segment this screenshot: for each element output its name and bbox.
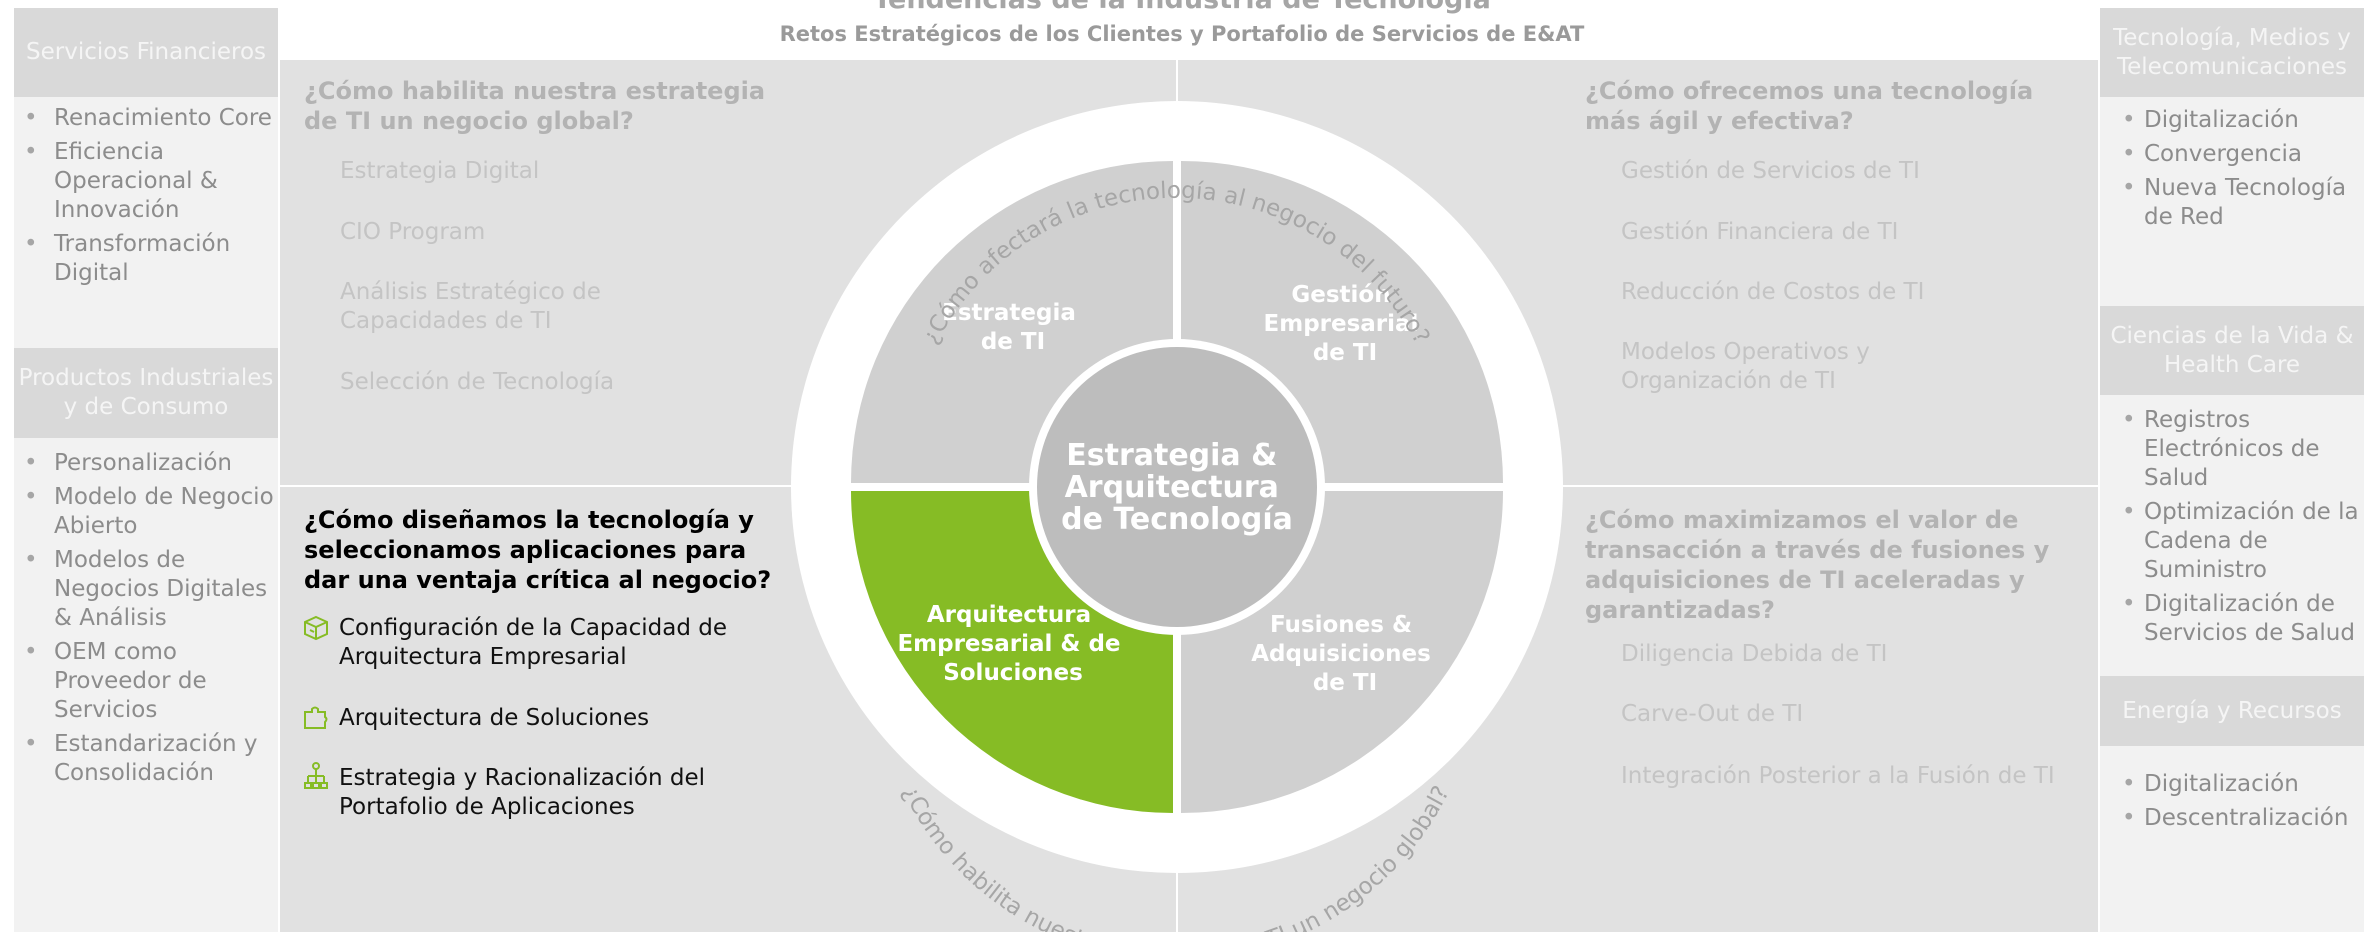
service-item: Gestión de Servicios de TI [1621, 158, 1920, 184]
svg-text:Estrategia & Arquitectur: Estrategia & Arquitectura de Tecnología [1061, 438, 1293, 537]
industry-heading-tmt: Tecnología, Medios y Telecomunicaciones [2100, 8, 2364, 97]
list-item: Modelo de Negocio Abierto [14, 483, 278, 541]
list-item: Nueva Tecnología de Red [2100, 174, 2364, 232]
list-item: Transformación Digital [14, 230, 278, 288]
list-item: Eficiencia Operacional & Innovación [14, 138, 278, 225]
puzzle-icon [304, 706, 328, 729]
center-label-line: Arquitectura [1065, 470, 1279, 505]
industry-list-life-sciences: Registros Electrónicos de Salud Optimiza… [2100, 406, 2364, 653]
svg-text:Gestión Empresarial: Gestión Empresarial de TI [1264, 282, 1427, 366]
service-item-active: Estrategia y Racionalización del Portafo… [339, 765, 706, 820]
list-item: Convergencia [2100, 140, 2364, 169]
list-item: Modelos de Negocios Digitales & Análisis [14, 546, 278, 633]
list-item: Renacimiento Core [14, 104, 278, 133]
segment-label-line: de TI [981, 329, 1045, 355]
service-item: Gestión Financiera de TI [1621, 219, 1899, 245]
segment-label-line: Gestión [1291, 282, 1390, 308]
left-industry-column: Servicios Financieros Renacimiento Core … [14, 8, 278, 932]
quadrant-question-bottom-right: ¿Cómo maximizamos el valor de transacció… [1585, 506, 2050, 624]
cube-icon [304, 615, 328, 641]
center-label-line: de Tecnología [1061, 502, 1293, 537]
service-item-active: Configuración de la Capacidad de Arquite… [339, 615, 728, 670]
industry-list-tmt: Digitalización Convergencia Nueva Tecnol… [2100, 106, 2364, 237]
svg-text:Fusiones & Adquisiciones: Fusiones & Adquisiciones de TI [1251, 612, 1439, 696]
center-label-line: Estrategia & [1066, 438, 1277, 473]
segment-label-line: Adquisiciones [1251, 641, 1431, 667]
segment-label-line: Fusiones & [1270, 612, 1412, 638]
segment-label-line: Arquitectura [927, 602, 1091, 628]
segment-label-line: Empresarial [1264, 311, 1419, 337]
industry-heading-consumer: Productos Industriales y de Consumo [14, 348, 278, 438]
service-item: Selección de Tecnología [340, 369, 615, 395]
segment-label-line: Soluciones [943, 660, 1083, 686]
quadrant-question-top-right: ¿Cómo ofrecemos una tecnología más ágil … [1585, 77, 2034, 135]
industry-list-financial: Renacimiento Core Eficiencia Operacional… [14, 104, 278, 293]
quadrant-question-top-left: ¿Cómo habilita nuestra estrategia de TI … [304, 77, 766, 135]
service-item: Diligencia Debida de TI [1621, 641, 1888, 667]
industry-heading-financial: Servicios Financieros [14, 8, 278, 97]
segment-label-line: de TI [1313, 670, 1377, 696]
segment-label-line: Empresarial & de [897, 631, 1120, 657]
service-item: Estrategia Digital [340, 158, 540, 184]
list-item: Digitalización [2100, 770, 2364, 799]
svg-text:Estrategia de TI: Estrategia de TI [942, 300, 1084, 355]
list-item: Optimización de la Cadena de Suministro [2100, 498, 2364, 585]
industry-list-energy: Digitalización Descentralización [2100, 770, 2364, 838]
industry-list-consumer: Personalización Modelo de Negocio Abiert… [14, 449, 278, 793]
list-item: Personalización [14, 449, 278, 478]
service-item: Modelos Operativos y Organización de TI [1621, 339, 1870, 394]
list-item: Digitalización [2100, 106, 2364, 135]
industry-heading-life-sciences: Ciencias de la Vida & Health Care [2100, 306, 2364, 395]
service-item: Carve-Out de TI [1621, 701, 1804, 727]
list-item: Digitalización de Servicios de Salud [2100, 590, 2364, 648]
list-item: Descentralización [2100, 804, 2364, 833]
service-item: Integración Posterior a la Fusión de TI [1621, 763, 2055, 789]
list-item: Estandarización y Consolidación [14, 730, 278, 788]
hierarchy-icon [304, 762, 328, 789]
right-industry-column: Tecnología, Medios y Telecomunicaciones … [2100, 8, 2364, 932]
service-item-active: Arquitectura de Soluciones [339, 705, 650, 731]
list-item: OEM como Proveedor de Servicios [14, 638, 278, 725]
service-item: Análisis Estratégico de Capacidades de T… [340, 279, 601, 334]
page-title: Tendencias de la Industria de Tecnología [0, 0, 2364, 15]
list-item: Registros Electrónicos de Salud [2100, 406, 2364, 493]
page-subtitle: Retos Estratégicos de los Clientes y Por… [779, 22, 1585, 46]
service-item: Reducción de Costos de TI [1621, 279, 1925, 305]
segment-label-line: Estrategia [942, 300, 1076, 326]
svg-text:Arquitectura Empresarial: Arquitectura Empresarial & de Soluciones [897, 602, 1128, 686]
segment-label-line: de TI [1313, 340, 1377, 366]
quadrant-question-bottom-left: ¿Cómo diseñamos la tecnología y seleccio… [304, 506, 772, 594]
wheel-center [1037, 347, 1317, 627]
service-item: CIO Program [340, 219, 486, 245]
industry-heading-energy: Energía y Recursos [2100, 676, 2364, 746]
